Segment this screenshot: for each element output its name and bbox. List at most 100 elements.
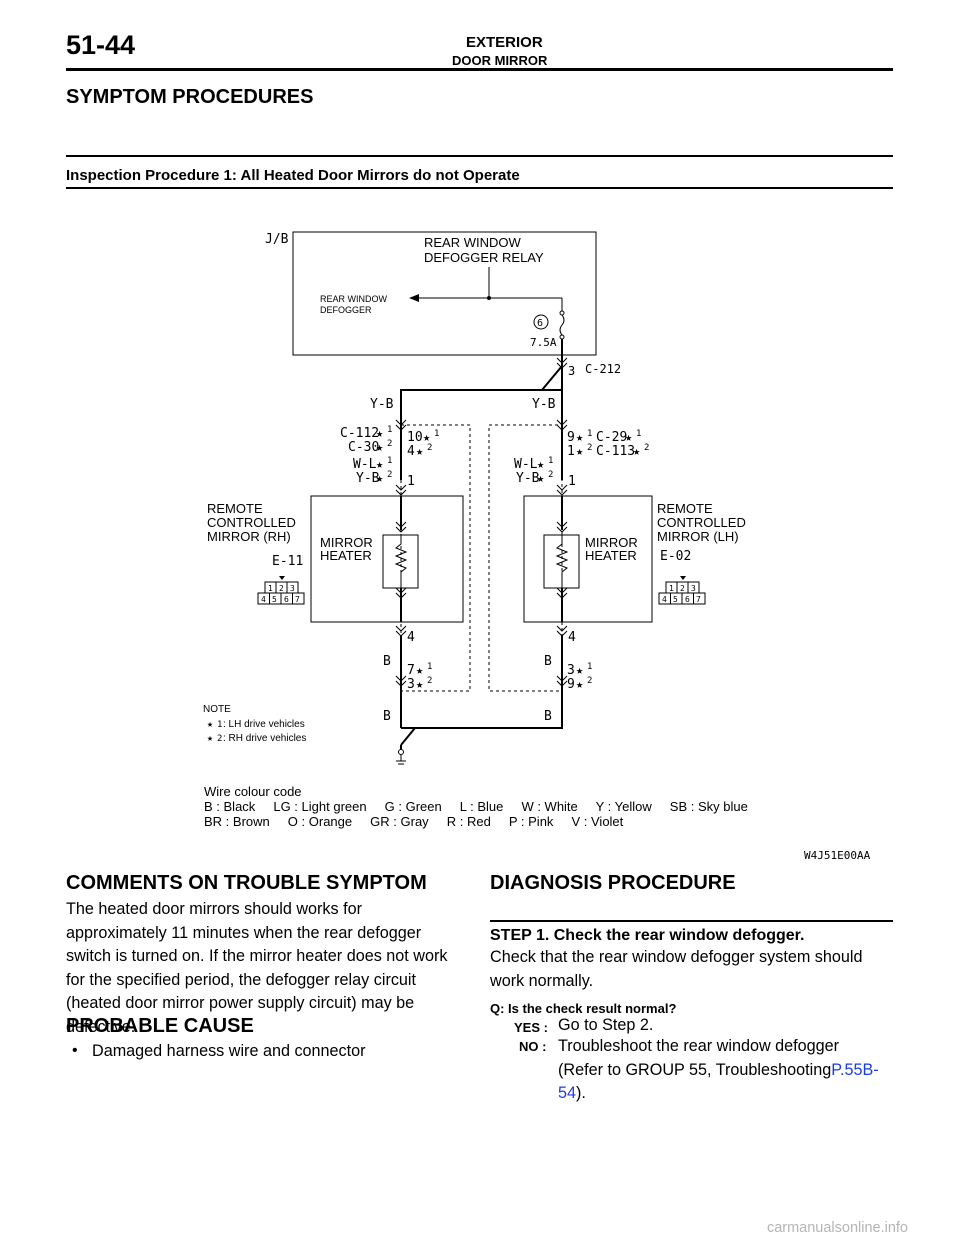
footnote-2-mark: 2 (427, 443, 432, 453)
heater-lh-label-1: MIRROR (585, 535, 638, 550)
connector-face-e11: 1 2 3 4 5 6 7 (257, 576, 305, 605)
pin-10: 10 (407, 430, 423, 445)
header-rule (66, 68, 893, 71)
star-icon: ★ (207, 733, 213, 744)
footnote-2-mark: 2 (587, 676, 592, 686)
wire-yb-left-2: Y-B (356, 471, 380, 486)
mirror-lh-box (523, 495, 653, 623)
star-icon: ★ (376, 471, 383, 485)
c30-label: C-30 (348, 440, 379, 455)
bullet-icon: • (72, 1042, 78, 1059)
star-icon: ★ (376, 440, 383, 454)
star-icon: ★ (576, 430, 583, 444)
wire-b-left-2: B (383, 709, 391, 724)
svg-text:5: 5 (673, 595, 678, 604)
watermark: carmanualsonline.info (0, 1220, 960, 1236)
wire-b-right: B (544, 654, 552, 669)
pin-9-right: 9 (567, 677, 575, 692)
pin-7: 7 (407, 663, 415, 678)
comments-heading: COMMENTS ON TROUBLE SYMPTOM (66, 872, 427, 894)
header-subtitle: DOOR MIRROR (452, 53, 548, 68)
pin-3-right: 3 (567, 663, 575, 678)
footnote-2-mark: 2 (427, 676, 432, 686)
svg-text:6: 6 (685, 595, 690, 604)
star-icon: ★ (376, 457, 383, 471)
pin-4-top: 4 (407, 444, 415, 459)
lh-label-3: MIRROR (LH) (657, 529, 739, 544)
note-2: : RH drive vehicles (223, 733, 306, 744)
c113-label: C-113 (596, 444, 635, 459)
footnote-1-mark: 1 (636, 429, 641, 439)
wire-code-line-1: B : Black LG : Light green G : Green L :… (204, 799, 748, 814)
jb-label: J/B (265, 232, 289, 247)
wiring-diagram: J/B REAR WINDOW DEFOGGER RELAY REAR WIND… (203, 231, 871, 862)
yes-text: Go to Step 2. (558, 1016, 654, 1034)
footnote-2-mark: 2 (217, 734, 222, 744)
resistor-icon (555, 535, 569, 588)
star-icon: ★ (576, 663, 583, 677)
probable-cause-item: Damaged harness wire and connector (92, 1042, 366, 1060)
star-icon: ★ (537, 457, 544, 471)
footnote-2-mark: 2 (387, 439, 392, 449)
star-icon: ★ (576, 444, 583, 458)
footnote-1-mark: 1 (548, 456, 553, 466)
c212-label: C-212 (585, 362, 621, 376)
footnote-1-mark: 1 (427, 662, 432, 672)
relay-label-2: DEFOGGER RELAY (424, 250, 544, 265)
svg-text:6: 6 (284, 595, 289, 604)
wire-yb-right-2: Y-B (516, 471, 540, 486)
ground-icon (396, 760, 406, 765)
svg-text:3: 3 (290, 584, 295, 593)
svg-text:7: 7 (295, 595, 300, 604)
star-icon: ★ (207, 719, 213, 730)
fuse-number: 6 (537, 318, 543, 329)
wire-yb-left: Y-B (370, 397, 394, 412)
star-icon: ★ (537, 471, 544, 485)
footnote-1-mark: 1 (587, 662, 592, 672)
pin-1-right: 1 (568, 474, 576, 489)
pin-1-top-right: 1 (567, 444, 575, 459)
wire-code-line-2: BR : Brown O : Orange GR : Gray R : Red … (204, 814, 624, 829)
svg-text:2: 2 (279, 584, 284, 593)
star-icon: ★ (416, 677, 423, 691)
no-text-end: ). (576, 1084, 586, 1102)
footnote-2-mark: 2 (387, 470, 392, 480)
watermark-text: carmanualsonline.info (766, 1220, 908, 1236)
fuse-rating: 7.5A (530, 336, 557, 349)
inspection-title: Inspection Procedure 1: All Heated Door … (66, 167, 520, 184)
wire-b-right-2: B (544, 709, 552, 724)
footnote-2-mark: 2 (548, 470, 553, 480)
step1-title: STEP 1. Check the rear window defogger. (490, 927, 805, 944)
question-label: Q: Is the check result normal? (490, 1001, 677, 1016)
svg-text:4: 4 (662, 595, 667, 604)
footnote-1-mark: 1 (587, 429, 592, 439)
svg-text:3: 3 (691, 584, 696, 593)
svg-text:7: 7 (696, 595, 701, 604)
svg-text:1: 1 (669, 584, 674, 593)
star-icon: ★ (423, 430, 430, 444)
no-text-body: Troubleshoot the rear window defogger (R… (558, 1037, 840, 1079)
e02-label: E-02 (660, 549, 691, 564)
wire-wl-left: W-L (353, 457, 377, 472)
star-icon: ★ (576, 677, 583, 691)
relay-label-1: REAR WINDOW (424, 235, 522, 250)
svg-text:1: 1 (268, 584, 273, 593)
star-icon: ★ (416, 444, 423, 458)
troubleshooting-link[interactable]: P.55B-54 (558, 1060, 879, 1103)
pin-9: 9 (567, 430, 575, 445)
pin-3-left: 3 (407, 677, 415, 692)
lh-label-2: CONTROLLED (657, 515, 746, 530)
diagnosis-rule (490, 920, 893, 922)
svg-text:2: 2 (680, 584, 685, 593)
wire-b-left: B (383, 654, 391, 669)
footnote-1-mark: 1 (387, 425, 392, 435)
c29-label: C-29 (596, 430, 627, 445)
wire-wl-right: W-L (514, 457, 538, 472)
defogger-label-1: REAR WINDOW (320, 294, 388, 304)
rh-label-2: CONTROLLED (207, 515, 296, 530)
svg-text:4: 4 (261, 595, 266, 604)
star-icon: ★ (416, 663, 423, 677)
inspection-rule-top (66, 155, 893, 157)
heater-lh-label-2: HEATER (585, 548, 637, 563)
header-title: EXTERIOR (466, 34, 543, 51)
